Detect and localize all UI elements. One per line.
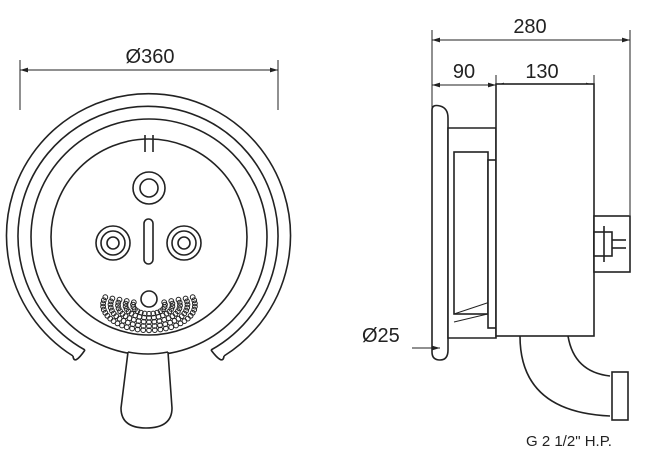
shower-hole — [189, 309, 196, 316]
shower-hole — [134, 308, 141, 315]
shower-hole — [183, 307, 190, 314]
shower-hole — [140, 327, 147, 334]
shower-hole — [151, 327, 158, 334]
shower-hole — [123, 298, 130, 304]
shower-hole — [109, 295, 116, 302]
top-button — [132, 171, 166, 205]
shower-hole — [100, 300, 106, 307]
body-depth-label: 130 — [525, 61, 558, 83]
center-slot — [143, 218, 154, 265]
shower-hole — [107, 304, 114, 311]
shower-hole — [176, 299, 183, 306]
elbow-pipe — [519, 335, 611, 417]
inner-plate — [50, 138, 248, 336]
shower-hole — [192, 303, 198, 310]
shower-hole — [123, 324, 130, 331]
shower-hole — [169, 300, 176, 307]
shower-hole — [114, 320, 121, 327]
outer-rail — [5, 92, 292, 361]
shower-hole — [191, 297, 198, 304]
shower-hole — [182, 295, 189, 302]
front-view: Ø360 — [5, 46, 292, 429]
shower-hole — [175, 296, 182, 303]
connection-label: G 2 1/2" H.P. — [526, 433, 612, 450]
shower-hole — [116, 296, 123, 303]
shower-hole — [168, 306, 175, 312]
left-jet — [95, 225, 131, 261]
shower-hole — [122, 303, 129, 310]
shower-hole — [157, 326, 164, 333]
shower-hole — [129, 325, 136, 332]
shower-hole — [168, 324, 175, 331]
shower-hole — [130, 301, 136, 308]
shower-hole — [157, 322, 163, 329]
shower-hole — [184, 301, 191, 308]
shower-hole — [161, 299, 168, 306]
shower-hole — [181, 310, 188, 317]
shower-hole — [115, 302, 121, 309]
shower-hole — [146, 327, 152, 334]
body — [495, 83, 595, 337]
shower-hole — [146, 323, 152, 330]
shower-hole — [191, 306, 198, 313]
pipe-end — [611, 371, 629, 421]
shower-hole — [176, 305, 183, 312]
shower-hole — [177, 302, 183, 309]
shower-hole — [102, 294, 109, 301]
shower-hole — [108, 298, 114, 305]
shower-hole — [100, 303, 106, 310]
shower-hole — [107, 301, 114, 308]
shower-hole — [184, 298, 190, 305]
inlet-stem — [120, 351, 173, 429]
shower-hole — [169, 303, 176, 310]
shower-hole — [122, 300, 129, 307]
shower-hole — [119, 322, 125, 329]
shower-hole — [168, 298, 175, 304]
shower-hole — [189, 294, 196, 301]
shower-hole — [135, 322, 141, 329]
flange-depth-label: 90 — [453, 61, 475, 83]
shower-hole — [184, 304, 191, 311]
shower-hole — [115, 299, 122, 306]
shower-hole — [109, 307, 115, 314]
diameter-label: Ø360 — [126, 46, 175, 68]
shower-center — [140, 290, 158, 308]
rail-tube-side — [431, 104, 449, 361]
side-view: 280 90 130 Ø — [362, 16, 631, 450]
tube-diameter-dimension: Ø25 — [362, 325, 440, 351]
shower-head-holes — [100, 294, 198, 334]
tube-diameter-label: Ø25 — [362, 325, 400, 347]
shower-hole — [163, 325, 169, 332]
overall-depth-dimension: 280 — [431, 16, 631, 215]
shower-hole — [150, 310, 157, 317]
shower-hole — [146, 319, 152, 326]
shower-hole — [100, 306, 107, 313]
shower-hole — [192, 300, 198, 307]
shower-hole — [100, 297, 107, 304]
shower-hole — [173, 322, 179, 329]
shower-hole — [151, 323, 158, 329]
shower-hole — [134, 326, 141, 333]
shower-hole — [115, 305, 122, 312]
shower-hole — [140, 318, 147, 325]
diameter-dimension: Ø360 — [19, 46, 279, 110]
shower-hole — [140, 323, 147, 329]
right-jet — [166, 225, 202, 261]
overall-depth-label: 280 — [513, 16, 546, 38]
shower-hole — [175, 308, 181, 315]
